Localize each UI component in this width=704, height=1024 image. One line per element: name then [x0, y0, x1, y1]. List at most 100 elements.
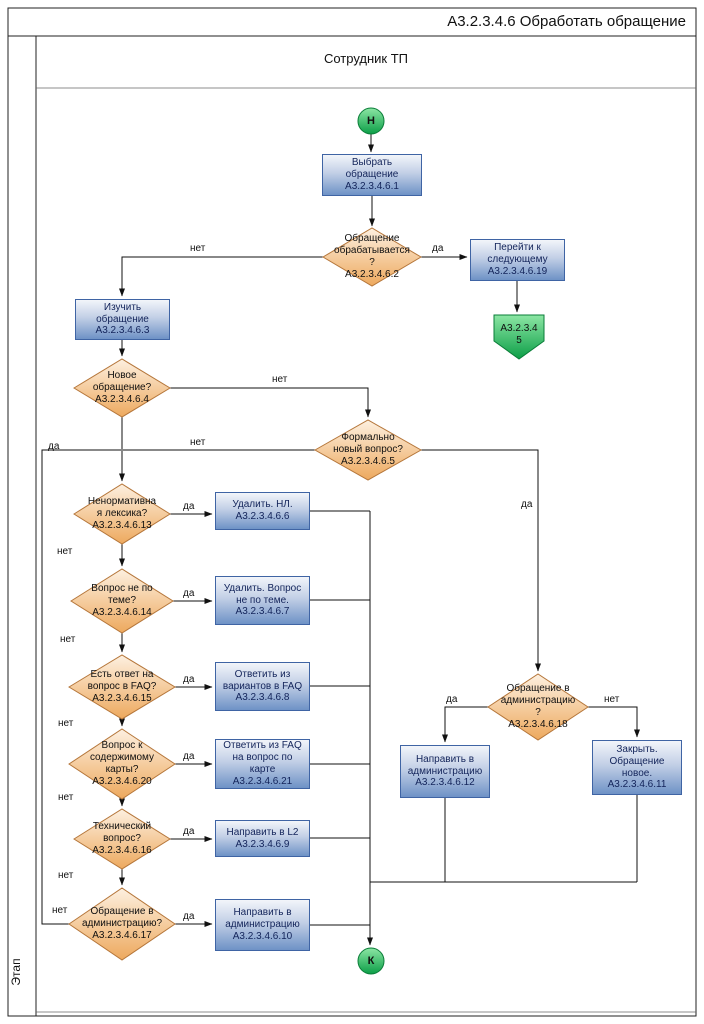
page-border — [7, 7, 697, 1017]
decision-code: А3.2.3.4.6.17 — [92, 929, 152, 941]
decision-code: А3.2.3.4.6.13 — [92, 519, 152, 531]
task-route-admin-2[interactable]: Направить в администрацию А3.2.3.4.6.12 — [400, 745, 490, 798]
task-code: А3.2.3.4.6.12 — [415, 777, 475, 789]
offpage-connector[interactable]: А3.2.3.4 5 — [494, 316, 544, 354]
decision-label: Технический вопрос? — [92, 821, 152, 845]
label-adminq2-no: нет — [604, 694, 620, 705]
label-isnew-yes: да — [48, 441, 60, 452]
decision-label: Формально новый вопрос? — [333, 432, 403, 456]
decision-formallynew[interactable]: Формально новый вопрос? А3.2.3.4.6.5 — [317, 422, 419, 478]
decision-technical[interactable]: Технический вопрос? А3.2.3.4.6.16 — [76, 811, 168, 867]
label-toadminq-yes: да — [183, 911, 195, 922]
start-event-label: Н — [367, 114, 375, 127]
label-faqanswer-no: нет — [58, 718, 74, 729]
task-answer-map-faq[interactable]: Ответить из FAQ на вопрос по карте А3.2.… — [215, 739, 310, 789]
decision-label: Вопрос к содержимому карты? — [89, 740, 155, 775]
start-event-shape — [357, 107, 385, 135]
decision-faqanswer[interactable]: Есть ответ на вопрос в FAQ? А3.2.3.4.6.1… — [71, 657, 173, 717]
edge-isnew-no — [170, 387, 371, 418]
diagram-title: А3.2.3.4.6 Обработать обращение — [447, 13, 686, 30]
decision-code: А3.2.3.4.6.14 — [92, 606, 152, 618]
label-profanity-yes: да — [183, 501, 195, 512]
decision-label: Обращение в администрацию? — [500, 683, 576, 718]
label-offtopic-yes: да — [183, 588, 195, 599]
label-toadminq-no: нет — [52, 905, 68, 916]
decision-formallynew-shape — [313, 419, 423, 481]
offpage-connector-shape — [493, 314, 545, 360]
task-code: А3.2.3.4.6.6 — [235, 511, 290, 522]
label-adminq2-yes: да — [446, 694, 458, 705]
lane-header: Сотрудник ТП — [323, 51, 409, 66]
task-code: А3.2.3.4.6.19 — [487, 265, 548, 277]
task-code: А3.2.3.4.6.10 — [232, 930, 293, 942]
label-faqanswer-yes: да — [183, 674, 195, 685]
task-code: А3.2.3.4.6.1 — [345, 180, 399, 192]
decision-label: Обращение в администрацию? — [81, 906, 163, 930]
task-code: А3.2.3.4.6.8 — [235, 692, 290, 704]
edge-toadminq-no-loop — [41, 449, 121, 925]
decision-label: Есть ответ на вопрос в FAQ? — [87, 669, 157, 693]
task-code: А3.2.3.4.6.9 — [235, 838, 290, 850]
label-profanity-no: нет — [57, 546, 73, 557]
decision-code: А3.2.3.4.6.2 — [345, 268, 399, 280]
decision-toadminq[interactable]: Обращение в администрацию? А3.2.3.4.6.17 — [71, 890, 173, 958]
edge-formallynew-yes — [421, 449, 541, 672]
task-code: А3.2.3.4.6.21 — [232, 775, 293, 787]
decision-adminq2[interactable]: Обращение в администрацию? А3.2.3.4.6.18 — [490, 676, 586, 738]
end-event[interactable]: К — [358, 948, 384, 974]
label-isnew-no: нет — [272, 374, 288, 385]
offpage-label: А3.2.3.4 — [500, 323, 538, 335]
decision-offtopic[interactable]: Вопрос не по теме? А3.2.3.4.6.14 — [73, 571, 171, 631]
task-close-new[interactable]: Закрыть. Обращение новое. А3.2.3.4.6.11 — [592, 740, 682, 795]
phase-label: Этап — [9, 958, 23, 986]
task-label: Направить в администрацию — [407, 753, 483, 777]
task-code: А3.2.3.4.6.7 — [235, 606, 290, 618]
decision-toadminq-shape — [68, 887, 176, 961]
decision-isnew-shape — [73, 358, 171, 418]
task-route-admin[interactable]: Направить в администрацию А3.2.3.4.6.10 — [215, 899, 310, 951]
task-go-next[interactable]: Перейти к следующему А3.2.3.4.6.19 — [470, 239, 565, 281]
decision-mapquestion-shape — [68, 728, 176, 800]
decision-technical-shape — [73, 808, 171, 870]
decision-mapquestion[interactable]: Вопрос к содержимому карты? А3.2.3.4.6.2… — [71, 731, 173, 797]
decision-code: А3.2.3.4.6.5 — [341, 455, 395, 467]
task-select-request[interactable]: Выбрать обращение А3.2.3.4.6.1 — [322, 154, 422, 196]
label-inprogress-no: нет — [190, 243, 206, 254]
task-route-l2[interactable]: Направить в L2 А3.2.3.4.6.9 — [215, 820, 310, 857]
decision-code: А3.2.3.4.6.4 — [95, 393, 149, 405]
task-code: А3.2.3.4.6.3 — [95, 325, 150, 337]
label-formallynew-yes: да — [521, 499, 533, 510]
task-answer-from-faq[interactable]: Ответить из вариантов в FAQ А3.2.3.4.6.8 — [215, 662, 310, 711]
label-technical-no: нет — [58, 870, 74, 881]
task-label: Закрыть. Обращение новое. — [609, 743, 665, 779]
label-mapquestion-yes: да — [183, 751, 195, 762]
decision-profanity[interactable]: Ненормативная лексика? А3.2.3.4.6.13 — [76, 486, 168, 542]
start-event[interactable]: Н — [358, 108, 384, 134]
task-delete-profanity[interactable]: Удалить. НЛ. А3.2.3.4.6.6 — [215, 492, 310, 530]
label-inprogress-yes: да — [432, 243, 444, 254]
decision-profanity-shape — [73, 483, 171, 545]
label-formallynew-no: нет — [190, 437, 206, 448]
decision-code: А3.2.3.4.6.20 — [92, 775, 152, 787]
task-label: Удалить. Вопрос не по теме. — [223, 582, 302, 606]
decision-isnew[interactable]: Новое обращение? А3.2.3.4.6.4 — [76, 361, 168, 415]
decision-label: Новое обращение? — [92, 370, 152, 394]
label-offtopic-no: нет — [60, 634, 76, 645]
task-label: Ответить из вариантов в FAQ — [222, 668, 303, 692]
task-code: А3.2.3.4.6.11 — [607, 779, 667, 791]
task-label: Выбрать обращение — [345, 157, 399, 181]
offpage-code: 5 — [516, 335, 522, 346]
decision-inprogress[interactable]: Обращение обрабатывается? А3.2.3.4.6.2 — [324, 229, 420, 285]
task-study-request[interactable]: Изучить обращение А3.2.3.4.6.3 — [75, 299, 170, 340]
label-technical-yes: да — [183, 826, 195, 837]
task-label: Удалить. НЛ. — [232, 499, 293, 511]
decision-inprogress-shape — [322, 227, 422, 287]
edge-adminq2-no — [588, 706, 640, 738]
end-event-label: К — [367, 954, 375, 967]
edge-inprogress-no — [119, 256, 323, 297]
decision-code: А3.2.3.4.6.15 — [92, 692, 152, 704]
task-delete-offtopic[interactable]: Удалить. Вопрос не по теме. А3.2.3.4.6.7 — [215, 576, 310, 625]
label-mapquestion-no: нет — [58, 792, 74, 803]
decision-adminq2-shape — [487, 673, 589, 741]
